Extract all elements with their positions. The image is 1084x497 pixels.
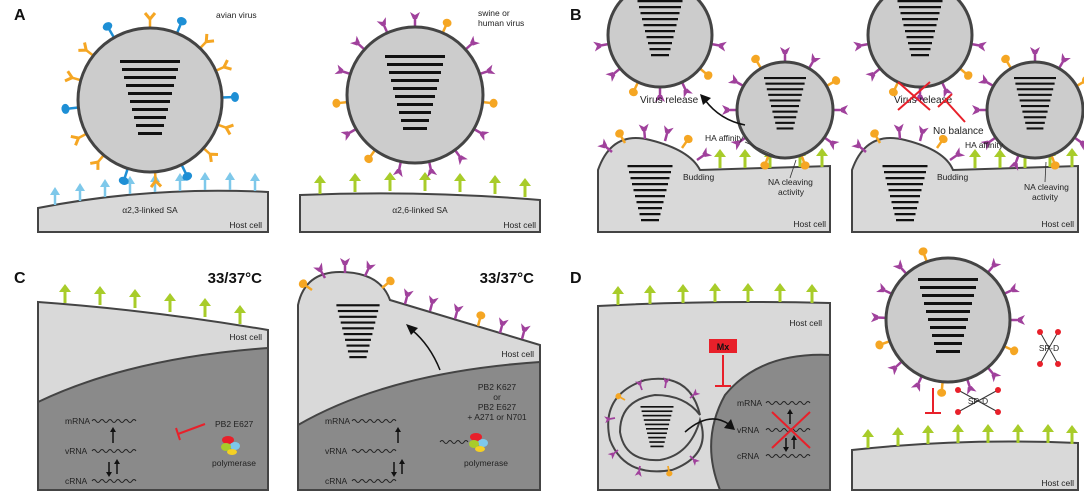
transcription-arrows-d [783, 409, 797, 452]
entry-arrow-d [684, 418, 731, 433]
crna-c-left-label: cRNA [65, 476, 88, 486]
budding-left-label: Budding [683, 172, 714, 182]
host-cell-c-left-label: Host cell [229, 332, 262, 342]
panel-d-label: D [570, 270, 582, 287]
spd-molecule-top [1037, 329, 1061, 367]
host-cell-a-left [37, 189, 269, 233]
nucleus-c-left [37, 346, 269, 491]
spd-bottom-label: SP-D [968, 396, 988, 406]
vrna-d-label: vRNA [737, 425, 760, 435]
host-cell-a-right-label: Host cell [503, 220, 536, 230]
polymerase-icon-right [469, 433, 488, 452]
released-virus-b-right [851, 0, 989, 104]
rna-strand-c-right [439, 440, 469, 444]
nucleus-d [710, 353, 831, 491]
crna-d-label: cRNA [737, 451, 760, 461]
panel-c: C 33/37°C Host cell mRNA vRNA cRNA PB2 E… [14, 256, 541, 491]
panel-b: B [570, 0, 1084, 233]
vrna-c-left-label: vRNA [65, 446, 88, 456]
panel-a: A [14, 7, 541, 233]
mx-box [709, 339, 737, 353]
host-cell-a-left-label: Host cell [229, 220, 262, 230]
mx-label: Mx [717, 342, 730, 352]
released-virus-b-left [591, 0, 729, 104]
nucleus-c-right [297, 360, 541, 491]
blocked-cross-icon-d [771, 411, 811, 449]
panel-b-label: B [570, 7, 582, 24]
mrna-c-right-label: mRNA [325, 416, 350, 426]
panel-d: D Host cell Mx mRNA [570, 244, 1080, 491]
panel-c-label: C [14, 270, 26, 287]
temp-right-label: 33/37°C [480, 270, 535, 287]
ha-affinity-left-label: HA affinity [705, 133, 744, 143]
attached-virus-b-right [970, 45, 1084, 173]
host-cell-a-right [299, 192, 541, 233]
crna-c-right-label: cRNA [325, 476, 348, 486]
mrna-c-left-label: mRNA [65, 416, 90, 426]
temp-left-label: 33/37°C [208, 270, 263, 287]
host-cell-b-left-label: Host cell [793, 219, 826, 229]
mrna-d-label: mRNA [737, 398, 762, 408]
inhibition-bar-b [937, 93, 966, 123]
inhibition-bar-d-mx [715, 355, 731, 387]
polymerase-right-label: polymerase [464, 458, 508, 468]
alpha23-label: α2,3-linked SA [122, 205, 178, 215]
inhibition-bar-d-attach [925, 388, 941, 414]
release-arrow-b-left [704, 99, 746, 126]
spd-top-label: SP-D [1039, 343, 1059, 353]
alpha26-label: α2,6-linked SA [392, 205, 448, 215]
polymerase-left-label: polymerase [212, 458, 256, 468]
panel-a-label: A [14, 7, 26, 24]
transcription-arrows-c-right [391, 427, 405, 477]
export-arrow-c [411, 329, 441, 371]
host-cell-d-top-label: Host cell [789, 318, 822, 328]
vrna-c-right-label: vRNA [325, 446, 348, 456]
virus-d [869, 244, 1027, 399]
virus-release-left-label: Virus release [640, 95, 699, 106]
no-balance-label: No balance [933, 126, 984, 137]
budding-right-label: Budding [937, 172, 968, 182]
spd-molecule-bottom [955, 387, 1001, 415]
blocked-cross-icon [897, 81, 931, 111]
attached-virus-b-left [720, 45, 850, 172]
inhibition-bar-c [175, 423, 206, 441]
avian-virus [59, 11, 241, 189]
swine-human-virus [330, 10, 500, 179]
polymerase-icon-left [221, 436, 240, 455]
transcription-arrows-c-left [106, 427, 120, 477]
host-cell-b-right-label: Host cell [1041, 219, 1074, 229]
ha-affinity-right-label: HA affinity [965, 140, 1004, 150]
avian-virus-label: avian virus [216, 10, 257, 20]
host-cell-d-bottom-label: Host cell [1041, 478, 1074, 488]
pb2-left-label: PB2 E627 [215, 419, 254, 429]
virus-release-right-label: Virus release [894, 95, 953, 106]
host-cell-c-right-label: Host cell [501, 349, 534, 359]
